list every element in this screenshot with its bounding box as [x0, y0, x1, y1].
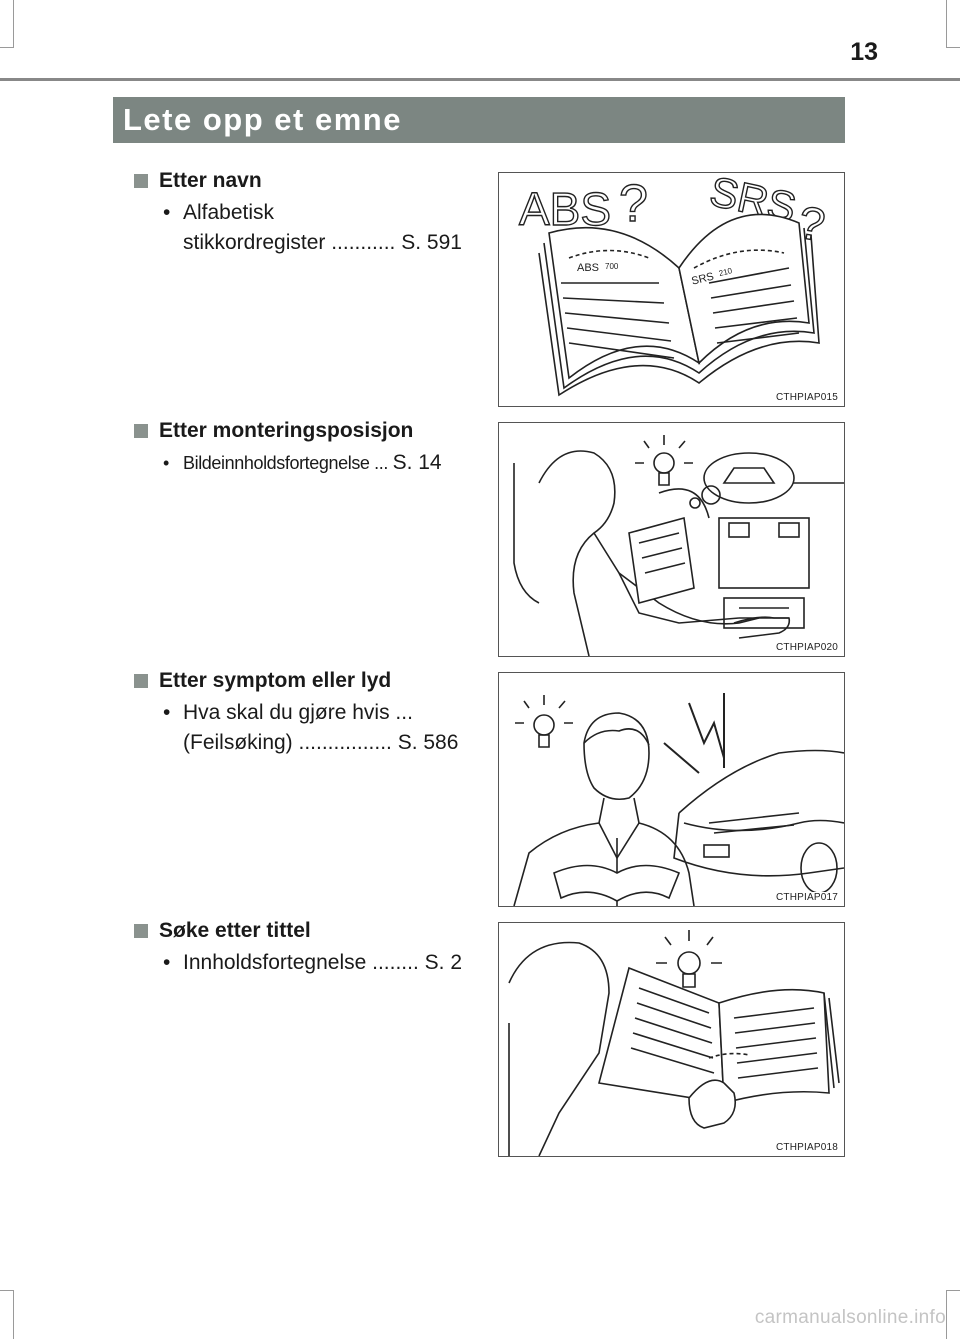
topic-heading: Etter symptom eller lyd [134, 667, 484, 695]
bullet-icon: • [163, 201, 171, 224]
entry-text: Innholdsfortegnelse ........ S. 2 [183, 951, 462, 974]
abs-index-label: ABS [577, 262, 599, 274]
footer-watermark: carmanualsonline.info [754, 1307, 946, 1328]
illustration-car-interior: CTHPIAP020 [498, 422, 845, 657]
figure-code: CTHPIAP018 [773, 1142, 840, 1153]
srs-index-label: SRS [690, 271, 715, 288]
reference-entry: • Innholdsfortegnelse ........ S. 2 [134, 948, 484, 978]
topic-heading-text: Etter symptom eller lyd [159, 669, 392, 692]
figure-code: CTHPIAP015 [773, 392, 840, 403]
square-bullet-icon [134, 174, 148, 188]
driver-reading-manual-illustration [513, 435, 844, 656]
crop-mark [13, 0, 14, 48]
entry-text: stikkordregister ........... S. 591 [183, 231, 462, 254]
crop-mark [13, 1290, 14, 1339]
illustration-symptom: CTHPIAP017 [498, 672, 845, 907]
topic-by-symptom: Etter symptom eller lyd • Hva skal du gj… [134, 667, 484, 758]
bullet-icon: • [163, 453, 169, 473]
entry-page-ref: S. 14 [392, 451, 442, 474]
square-bullet-icon [134, 674, 148, 688]
crop-mark [0, 1290, 14, 1291]
reference-entry: • Alfabetisk stikkordregister ..........… [134, 198, 484, 258]
crop-mark [946, 1290, 947, 1339]
topic-heading-text: Søke etter tittel [159, 919, 311, 942]
topic-by-location: Etter monteringsposisjon • Bildeinnholds… [134, 417, 484, 478]
crop-mark [946, 0, 947, 48]
topic-heading: Etter monteringsposisjon [134, 417, 484, 445]
srs-page-label: 210 [718, 266, 734, 278]
reference-entry: • Hva skal du gjøre hvis ... (Feilsøking… [134, 698, 484, 758]
entry-text: Alfabetisk [183, 201, 275, 224]
figure-code: CTHPIAP020 [773, 642, 840, 653]
page-number: 13 [850, 38, 878, 66]
man-and-car-illustration [513, 693, 844, 906]
question-mark: ? [619, 175, 648, 233]
crop-mark [946, 47, 960, 48]
topic-heading: Søke etter tittel [134, 917, 484, 945]
top-rule [0, 78, 960, 81]
bullet-icon: • [163, 701, 171, 724]
entry-text: (Feilsøking) ................ S. 586 [183, 731, 459, 754]
entry-text: Bildeinnholdsfortegnelse ... [183, 453, 388, 473]
section-title: Lete opp et emne [113, 97, 845, 143]
open-book-illustration: ABS ? SRS ? ABS 700 SRS 210 [518, 173, 830, 397]
square-bullet-icon [134, 924, 148, 938]
entry-text: Hva skal du gjøre hvis ... [183, 701, 413, 724]
topic-heading: Etter navn [134, 167, 484, 195]
illustration-table-of-contents: CTHPIAP018 [498, 922, 845, 1157]
topic-heading-text: Etter navn [159, 169, 262, 192]
abs-page-label: 700 [605, 262, 619, 271]
bullet-icon: • [163, 951, 171, 974]
topic-by-title: Søke etter tittel • Innholdsfortegnelse … [134, 917, 484, 978]
topic-heading-text: Etter monteringsposisjon [159, 419, 414, 442]
reference-entry: • Bildeinnholdsfortegnelse ... S. 14 [134, 448, 484, 478]
illustration-open-manual: ABS ? SRS ? ABS 700 SRS 210 CTHPIAP015 [498, 172, 845, 407]
square-bullet-icon [134, 424, 148, 438]
abs-label: ABS [519, 183, 611, 235]
topic-by-name: Etter navn • Alfabetisk stikkordregister… [134, 167, 484, 258]
reading-contents-illustration [508, 930, 840, 1156]
crop-mark [946, 1290, 960, 1291]
crop-mark [0, 47, 14, 48]
figure-code: CTHPIAP017 [773, 892, 840, 903]
